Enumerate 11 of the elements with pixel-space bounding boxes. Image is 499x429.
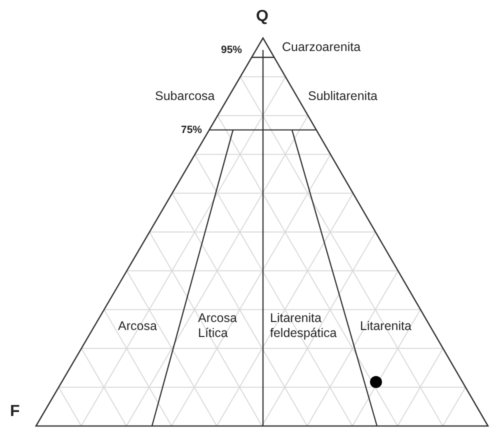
field-label: Litarenita feldespática — [270, 311, 338, 341]
percent-label: 75% — [181, 123, 202, 138]
percent-label: 95% — [221, 43, 242, 58]
axis-label: F — [10, 404, 20, 419]
field-label: Litarenita — [360, 319, 412, 334]
field-label: Arcosa — [118, 319, 157, 334]
field-label: Arcosa Lítica — [198, 311, 238, 341]
field-label: Subarcosa — [155, 89, 215, 104]
field-label: Sublitarenita — [308, 89, 378, 104]
axis-label: Q — [256, 9, 268, 24]
field-label: Cuarzoarenita — [282, 40, 361, 55]
